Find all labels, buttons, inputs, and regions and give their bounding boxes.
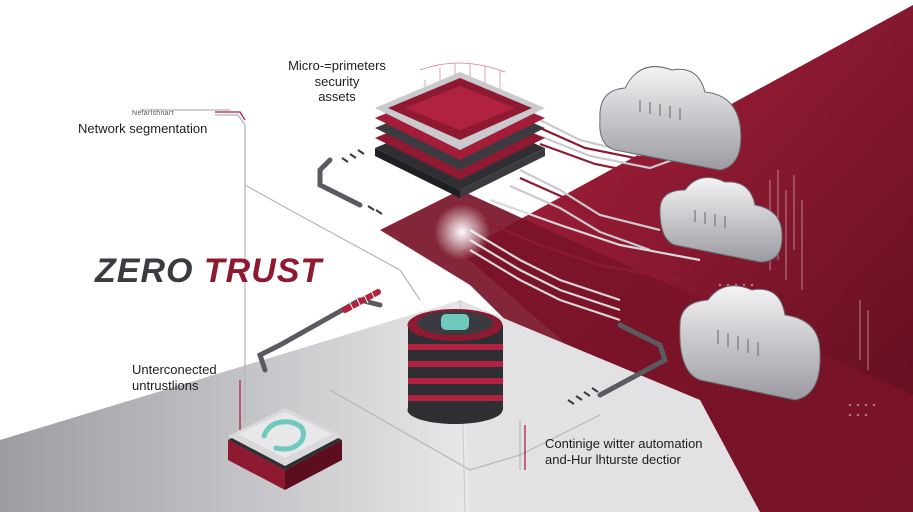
pipe-ribs	[341, 149, 599, 405]
unconnected-line-2: untrustlions	[132, 377, 199, 393]
cloud-icon	[599, 66, 742, 171]
gray-floor-plane	[0, 300, 470, 512]
red-accent-lines	[215, 111, 526, 470]
continuous-label: Continige witter automation and-Hur lhtu…	[545, 436, 703, 467]
continuous-line-2: and-Hur lhturste dectior	[545, 451, 681, 467]
connector-lines	[140, 109, 601, 471]
server-stack-icon	[375, 62, 545, 198]
center-glow	[434, 204, 490, 260]
cloud-icon	[679, 285, 821, 401]
unconnected-line-1: Unterconected	[132, 362, 217, 377]
unconnected-label: Unterconected untrustlions	[132, 362, 217, 393]
micro-perimeters-line-3: assets	[318, 89, 356, 105]
device-node-icon	[228, 408, 342, 490]
pipes	[256, 157, 669, 398]
gray-floor-right	[460, 300, 760, 512]
page-title: ZERO TRUST	[95, 252, 322, 291]
micro-perimeters-line-1: Micro-=primeters	[288, 58, 386, 73]
micro-perimeters-label: Micro-=primeters security assets	[282, 58, 392, 105]
red-floor-plane	[380, 190, 913, 512]
red-pipe-ribs	[349, 290, 376, 312]
network-segmentation-label: Network segmentation	[78, 121, 208, 136]
micro-perimeters-line-2: security	[314, 73, 360, 89]
title-word-zero: ZERO	[95, 252, 194, 290]
cloud-icon	[659, 177, 783, 263]
title-word-trust: TRUST	[203, 252, 323, 290]
continuous-line-1: Continige witter automation	[545, 436, 703, 451]
network-small-label: Nefarlshnart	[132, 110, 174, 117]
database-cylinder-icon	[407, 309, 503, 424]
